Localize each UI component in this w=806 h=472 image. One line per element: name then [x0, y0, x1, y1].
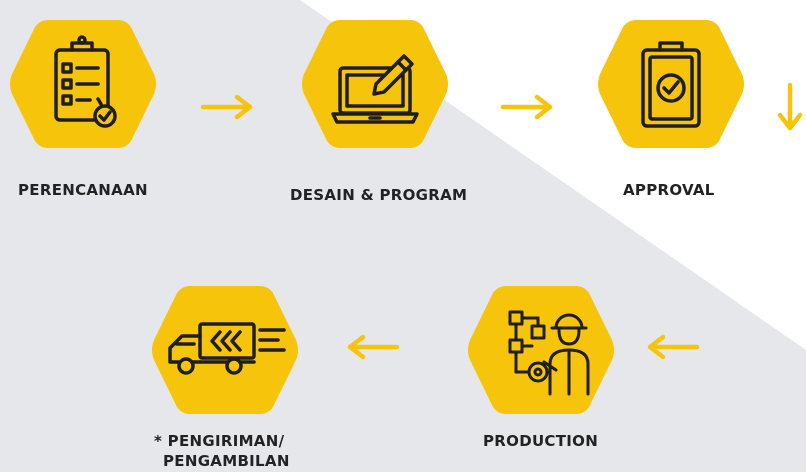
step-node-perencanaan [8, 16, 158, 152]
clipboard-approval-icon [641, 41, 701, 128]
step-label-pengiriman-line2: PENGAMBILAN [163, 452, 290, 470]
step-node-approval [596, 16, 746, 152]
step-label-pengiriman-line1: * PENGIRIMAN/ [154, 432, 285, 450]
clipboard-checklist-icon [54, 35, 117, 128]
step-label-perencanaan: PERENCANAAN [18, 181, 148, 199]
arrow-left-2 [346, 334, 400, 360]
arrow-right-2 [500, 94, 554, 120]
step-label-approval: APPROVAL [623, 181, 715, 199]
engineer-workflow-icon [508, 310, 590, 396]
step-label-production: PRODUCTION [483, 432, 599, 450]
arrow-down [776, 82, 804, 132]
arrow-right-1 [200, 94, 254, 120]
step-label-desain-program: DESAIN & PROGRAM [290, 186, 468, 204]
step-node-production [466, 282, 616, 418]
delivery-truck-icon [168, 322, 286, 375]
step-node-desain-program [300, 16, 450, 152]
laptop-design-icon [331, 54, 419, 124]
arrow-left-1 [646, 334, 700, 360]
step-node-pengiriman [150, 282, 300, 418]
